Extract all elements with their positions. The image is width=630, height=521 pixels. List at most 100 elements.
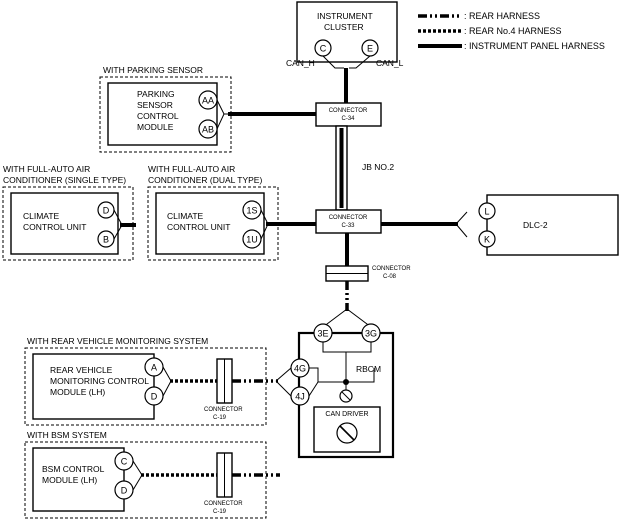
bsm-connector-label: CONNECTOR (204, 501, 243, 507)
dlc-wire-l (455, 211, 468, 225)
parking-sensor-pin-aa-label: AA (202, 96, 214, 106)
dlc2: DLC-2 L K (478, 194, 619, 256)
rbcm-internal-top-bus (322, 342, 372, 353)
instrument-cluster-pin-e-label: E (367, 44, 373, 54)
bsm-pin-c-label: C (121, 457, 128, 467)
dlc2-box (486, 194, 619, 256)
connector-c08: CONNECTOR C-08 (325, 265, 411, 282)
parking-sensor-module-box (107, 82, 218, 146)
legend: : REAR HARNESS : REAR No.4 HARNESS : INS… (418, 11, 605, 51)
rbcm-wire-3e (322, 308, 348, 328)
connector-c08-code: C-08 (383, 274, 397, 280)
parking-sensor-pin-ab-label: AB (202, 125, 214, 135)
dlc-wire-k (455, 223, 468, 238)
parking-sensor-name-line2: SENSOR (137, 100, 173, 110)
bsm-group-border (24, 441, 267, 519)
climate-single-pin-b-label: B (103, 235, 109, 245)
parking-sensor-name-line3: CONTROL (137, 111, 179, 121)
climate-dual-pin-1u-label: 1U (246, 235, 258, 245)
can-l-wire (349, 55, 371, 69)
climate-dual-group-label-line1: WITH FULL-AUTO AIR (148, 164, 235, 174)
can-l-label: CAN_L (376, 58, 404, 68)
rear-monitoring-name-line2: MONITORING CONTROL (50, 376, 149, 386)
can-h-wire (322, 55, 344, 69)
dlc2-pin-k-label: K (484, 235, 490, 245)
connector-c34-box (315, 102, 382, 127)
rear-monitoring-pin-a-label: A (151, 363, 157, 373)
parking-sensor-name-line1: PARKING (137, 89, 175, 99)
rear-monitoring-group-label: WITH REAR VEHICLE MONITORING SYSTEM (27, 336, 208, 346)
rbcm-pin-3g-label: 3G (365, 329, 377, 339)
legend-rear-no4-harness-label: : REAR No.4 HARNESS (464, 26, 562, 36)
instrument-cluster-box (296, 1, 398, 63)
rear-monitoring-connector-code: C-19 (213, 415, 227, 421)
rbcm-pin-3e-label: 3E (317, 329, 328, 339)
instrument-cluster-pin-c-label: C (320, 44, 327, 54)
parking-sensor-wire-ab (216, 113, 225, 130)
climate-dual-pin-1s-label: 1S (246, 206, 257, 216)
climate-single-wire-d (113, 209, 123, 226)
parking-sensor-wire-aa (216, 99, 230, 115)
climate-single-pin-d-label: D (103, 206, 110, 216)
can-h-label: CAN_H (286, 58, 315, 68)
rbcm-name: RBCM (356, 364, 381, 374)
bsm-module-box (32, 447, 125, 512)
dlc2-pin-l-label: L (484, 207, 489, 217)
jb-no2-label: JB NO.2 (362, 162, 394, 172)
rbcm-wire-4j (275, 380, 292, 397)
rear-monitoring-wire-d (162, 380, 172, 397)
instrument-cluster: INSTRUMENT CLUSTER C E CAN_H CAN_L (286, 1, 404, 68)
climate-dual-wire-1u (260, 223, 269, 240)
connector-c34: CONNECTOR C-34 (315, 102, 382, 127)
connector-c34-code: C-34 (341, 116, 355, 122)
dlc2-pin-l (478, 202, 496, 220)
parking-sensor-group: WITH PARKING SENSOR PARKING SENSOR CONTR… (99, 65, 232, 153)
bsm-connector-code: C-19 (213, 509, 227, 515)
climate-dual-wire-1s (260, 209, 269, 225)
rbcm-wire-3g (346, 308, 372, 328)
parking-sensor-name-line4: MODULE (137, 122, 174, 132)
parking-sensor-group-label: WITH PARKING SENSOR (103, 65, 203, 75)
bsm-wire-d (132, 474, 143, 491)
legend-rear-harness-label: : REAR HARNESS (464, 11, 540, 21)
connector-c33: CONNECTOR C-33 (315, 209, 382, 234)
bsm-group-label: WITH BSM SYSTEM (27, 430, 107, 440)
connector-c33-box (315, 209, 382, 234)
rbcm: 3E 3G 4G 4J RBCM CAN DRIVER (290, 323, 395, 459)
connector-c34-label: CONNECTOR (329, 108, 368, 114)
instrument-cluster-name-line1: INSTRUMENT (317, 11, 373, 21)
climate-single-group-label-line2: CONDITIONER (SINGLE TYPE) (3, 175, 126, 185)
connector-c33-code: C-33 (341, 223, 355, 229)
rear-monitoring-group-border (24, 347, 267, 426)
bsm-pin-d-label: D (121, 486, 128, 496)
legend-instrument-panel-harness-label: : INSTRUMENT PANEL HARNESS (464, 41, 605, 51)
can-driver-prohibit-slash (339, 425, 355, 441)
instrument-cluster-name-line2: CLUSTER (324, 22, 364, 32)
connector-c08-label: CONNECTOR (372, 266, 411, 272)
climate-single-wire-b (113, 224, 123, 240)
connector-c33-label: CONNECTOR (329, 215, 368, 221)
rbcm-pin-4g-label: 4G (294, 364, 306, 374)
climate-dual-name-line2: CONTROL UNIT (167, 222, 230, 232)
rear-monitoring-connector-label: CONNECTOR (204, 407, 243, 413)
bsm-group: WITH BSM SYSTEM BSM CONTROL MODULE (LH) … (24, 430, 267, 519)
rbcm-pin-4j-label: 4J (295, 392, 305, 402)
bsm-name-line1: BSM CONTROL (42, 464, 105, 474)
climate-single-name-line2: CONTROL UNIT (23, 222, 86, 232)
rear-monitoring-wire-a (162, 366, 172, 382)
rear-monitoring-name-line3: MODULE (LH) (50, 387, 105, 397)
rear-monitoring-pin-d-label: D (151, 392, 158, 402)
rbcm-termination-slash (341, 391, 351, 401)
rbcm-internal-4j-wire (308, 381, 319, 397)
climate-single-group: WITH FULL-AUTO AIR CONDITIONER (SINGLE T… (2, 164, 134, 261)
bsm-name-line2: MODULE (LH) (42, 475, 97, 485)
climate-dual-group: WITH FULL-AUTO AIR CONDITIONER (DUAL TYP… (147, 164, 279, 261)
bsm-wire-c (132, 460, 143, 476)
can-driver-label: CAN DRIVER (325, 411, 368, 418)
climate-single-group-label-line1: WITH FULL-AUTO AIR (3, 164, 90, 174)
climate-dual-group-label-line2: CONDITIONER (DUAL TYPE) (148, 175, 262, 185)
rear-monitoring-group: WITH REAR VEHICLE MONITORING SYSTEM REAR… (24, 336, 267, 426)
climate-dual-name-line1: CLIMATE (167, 211, 204, 221)
rear-monitoring-name-line1: REAR VEHICLE (50, 365, 113, 375)
